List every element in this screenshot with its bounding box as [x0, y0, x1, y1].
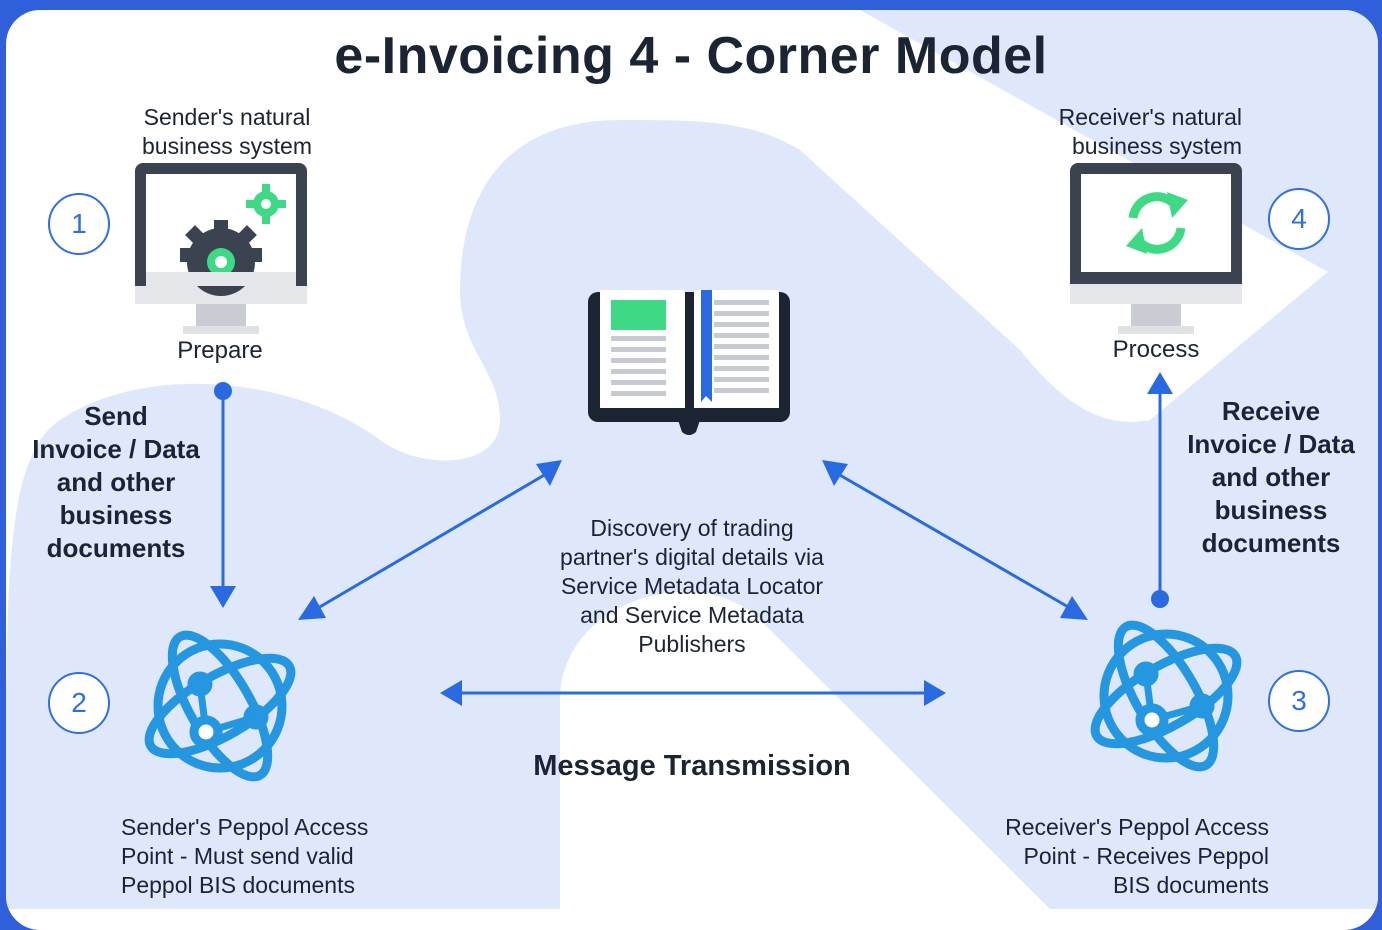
message-transmission-label: Message Transmission [533, 750, 851, 782]
description-line: Publishers [638, 631, 746, 657]
receive-arrow [1147, 372, 1173, 608]
label-line: and other [56, 467, 176, 497]
send-label: Send Invoice / Data and other business d… [20, 400, 212, 565]
receiver-access-point-caption: Receiver's Peppol Access Point - Receive… [960, 813, 1269, 900]
label-line: Invoice / Data [32, 434, 200, 464]
description-line: Discovery of trading [590, 515, 794, 541]
sender-system-heading: Sender's natural business system [120, 103, 334, 161]
caption-line: Point - Must send valid [121, 843, 354, 869]
description-line: Service Metadata Locator [560, 573, 824, 599]
prepare-label: Prepare [177, 337, 263, 364]
discovery-arrow-right [822, 460, 1088, 620]
monitor-gear-icon [135, 163, 307, 334]
label-line: Receive [1221, 396, 1321, 426]
diagram-canvas: e-Invoicing 4 - Corner Model 1 Sender's … [6, 10, 1378, 930]
caption-line: BIS documents [1113, 872, 1269, 898]
heading-line: business system [1071, 133, 1242, 159]
heading-line: Receiver's natural [1058, 104, 1242, 130]
receive-label: Receive Invoice / Data and other busines… [1172, 395, 1370, 560]
label-line: Invoice / Data [1187, 429, 1355, 459]
transmission-arrow [440, 680, 946, 706]
monitor-sync-icon [1070, 163, 1242, 334]
sender-access-point-caption: Sender's Peppol Access Point - Must send… [121, 813, 421, 900]
book-icon [588, 290, 790, 435]
caption-line: Point - Receives Peppol [1023, 843, 1269, 869]
peppol-globe-icon-sender [144, 630, 296, 782]
label-line: and other [1211, 462, 1331, 492]
label-line: documents [1201, 528, 1341, 558]
receiver-system-heading: Receiver's natural business system [1030, 103, 1242, 161]
label-line: business [59, 500, 173, 530]
caption-line: Peppol BIS documents [121, 872, 355, 898]
process-label: Process [1112, 336, 1200, 363]
corner-number-1: 1 [48, 193, 110, 255]
corner-number-3: 3 [1268, 670, 1330, 732]
description-line: and Service Metadata [580, 602, 804, 628]
label-line: business [1214, 495, 1328, 525]
discovery-arrow-left [298, 460, 562, 620]
arrows [210, 372, 1173, 706]
caption-line: Receiver's Peppol Access [1005, 814, 1269, 840]
heading-line: business system [141, 133, 312, 159]
heading-line: Sender's natural [143, 104, 311, 130]
discovery-description: Discovery of trading partner's digital d… [522, 514, 862, 659]
corner-number-4: 4 [1268, 188, 1330, 250]
background-shapes [6, 10, 1378, 909]
caption-line: Sender's Peppol Access [121, 814, 369, 840]
send-arrow [210, 382, 236, 608]
description-line: partner's digital details via [560, 544, 824, 570]
corner-number-2: 2 [48, 672, 110, 734]
label-line: Send [84, 401, 148, 431]
diagram-graphics [6, 10, 1378, 909]
label-line: documents [46, 533, 186, 563]
page-title: e-Invoicing 4 - Corner Model [334, 27, 1048, 85]
peppol-globe-icon-receiver [1090, 620, 1242, 772]
